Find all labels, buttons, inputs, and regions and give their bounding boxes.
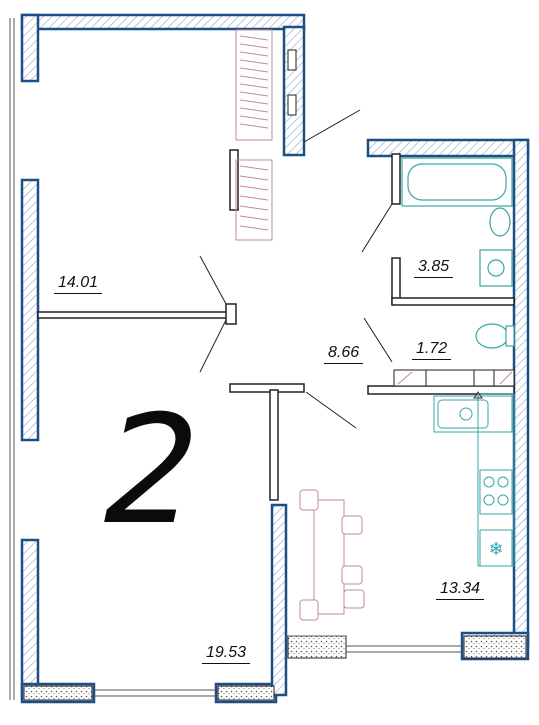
partition-hall-column [269,389,279,501]
fridge [479,529,513,567]
partition-rooms [37,311,229,319]
partition-toilet-bottom [367,385,515,395]
dining-set [299,489,365,621]
partition-bath-mid [391,257,401,305]
wall-left-lower [20,538,40,700]
partition-rooms-end [225,303,237,325]
wardrobe [235,29,273,241]
area-hall: 8.66 [324,344,364,364]
water-triangle-icon [473,391,483,399]
column-fixtures [287,49,297,116]
area-kitchen: 13.34 [436,580,485,600]
wall-right [512,138,530,647]
wall-left-mid [20,178,40,442]
fridge-icon: ❄ [488,539,503,560]
wall-partition-column [270,503,288,697]
area-room-left-lower: 19.53 [202,644,251,664]
area-bathroom: 3.85 [414,258,454,278]
partition-hall-bottom [229,383,305,393]
partition-wardrobe [229,149,239,211]
cooktop [479,469,513,515]
bathroom-sink [479,207,513,287]
area-toilet: 1.72 [412,340,452,360]
windows [9,18,462,700]
door-swings [199,109,393,429]
wall-column-top [282,25,306,157]
bathtub [401,157,513,207]
interior-partitions [37,149,515,501]
wall-top-left [20,13,306,31]
kitchen-counter [433,393,515,567]
kitchen-sink [437,399,489,429]
toilet-cabinets [393,369,515,387]
terrace-patches [23,635,527,701]
partition-bath-left [391,153,401,205]
partition-bath-bottom [391,297,515,306]
area-room-left-upper: 14.01 [54,274,103,294]
toilet-fixture [475,323,515,349]
wall-left-upper [20,13,40,83]
